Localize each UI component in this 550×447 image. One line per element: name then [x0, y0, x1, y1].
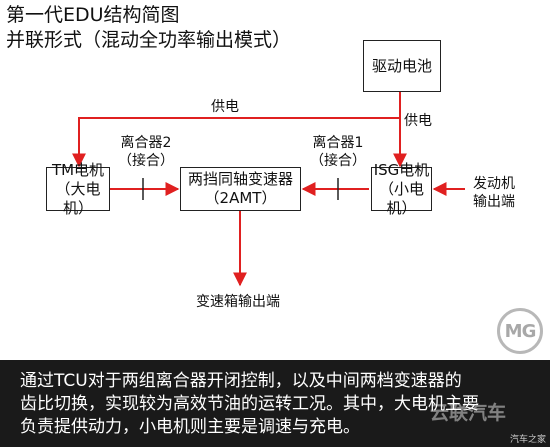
transmission-sublabel: （2AMT）	[204, 189, 277, 207]
diagram-title-line2: 并联形式（混动全功率输出模式）	[6, 29, 292, 51]
tm-motor-label: TM电机	[51, 160, 105, 179]
engine-output-label: 发动机 输出端	[473, 175, 515, 211]
clutch2-label: 离合器2 （接合）	[114, 134, 178, 170]
clutch1-name: 离合器1	[312, 135, 364, 151]
drive-battery-label: 驱动电池	[371, 56, 432, 75]
tm-motor-sublabel: （大电机）	[55, 179, 101, 217]
isg-motor-label: ISG电机	[373, 160, 430, 179]
mg-logo-text: MG	[504, 320, 537, 342]
engine-output-line2: 输出端	[473, 194, 515, 210]
mg-logo: MG	[497, 308, 543, 354]
clutch2-state: （接合）	[118, 153, 174, 169]
clutch1-label: 离合器1 （接合）	[306, 134, 370, 170]
power-supply-label-left: 供电	[211, 99, 239, 115]
caption-line1: 通过TCU对于两组离合器开闭控制，以及中间两档变速器的	[20, 371, 462, 391]
power-supply-label-right: 供电	[404, 113, 432, 129]
transmission-box: 两挡同轴变速器 （2AMT）	[180, 167, 301, 211]
watermark-main: 云联汽车	[430, 402, 507, 424]
clutch1-state: （接合）	[310, 153, 366, 169]
transmission-label: 两挡同轴变速器	[187, 170, 293, 188]
caption-panel: 通过TCU对于两组离合器开闭控制，以及中间两档变速器的 齿比切换，实现较为高效节…	[0, 360, 550, 447]
diagram-title-line1: 第一代EDU结构简图	[6, 4, 180, 26]
caption-line2: 齿比切换，实现较为高效节油的运转工况。其中，大电机主要	[20, 394, 479, 414]
tm-motor-box: TM电机 （大电机）	[46, 161, 110, 217]
gearbox-output-label: 变速箱输出端	[196, 294, 280, 310]
isg-motor-sublabel: （小电机）	[378, 179, 424, 217]
isg-motor-box: ISG电机 （小电机）	[371, 161, 432, 217]
clutch2-name: 离合器2	[120, 135, 172, 151]
watermark-small: 汽车之家	[510, 435, 547, 445]
battery-to-tm-line	[72, 117, 400, 168]
engine-output-line1: 发动机	[473, 176, 515, 192]
drive-battery-box: 驱动电池	[363, 40, 441, 92]
caption-line3: 负责提供动力，小电机则主要是调速与充电。	[20, 417, 360, 437]
